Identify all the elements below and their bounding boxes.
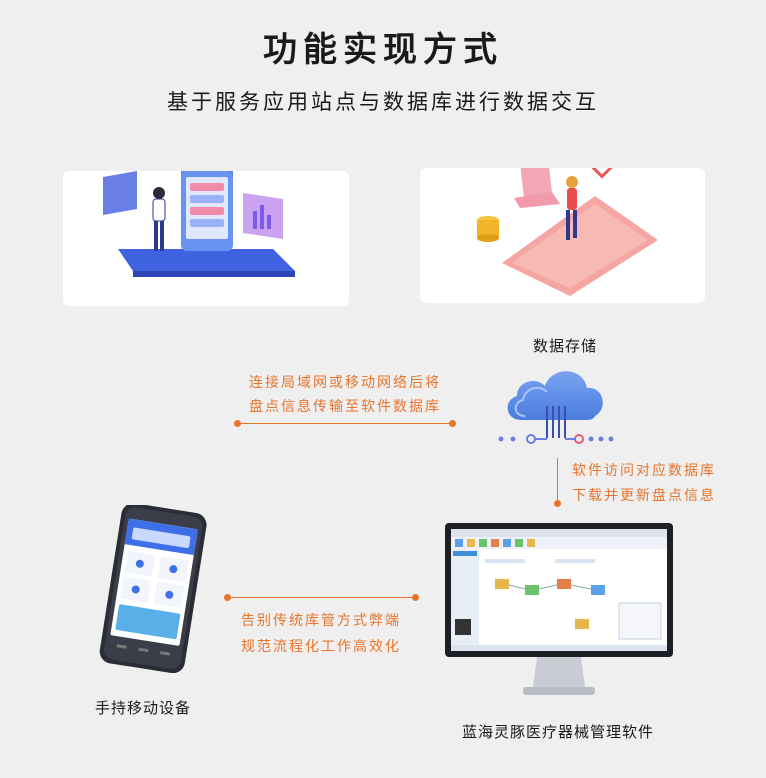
flow-benefit-end-dot [412,594,419,601]
flow-upload-start-dot [234,420,241,427]
data-transfer-illustration [477,157,658,296]
software-label: 蓝海灵豚医疗器械管理软件 [461,723,654,741]
page-title: 功能实现方式 [263,30,503,70]
flow-benefit-line [228,597,416,598]
data-transfer-illustration-card [420,157,705,303]
flow-upload-line2: 盘点信息传输至软件数据库 [249,399,441,415]
flow-download-end-dot [554,500,561,507]
flow-download-line [557,458,558,504]
flow-download-line2: 下载并更新盘点信息 [572,488,716,504]
desktop-software-image [445,523,673,695]
flow-benefit-line1: 告别传统库管方式弊端 [241,613,401,629]
flow-download-line1: 软件访问对应数据库 [572,463,716,479]
page-subtitle: 基于服务应用站点与数据库进行数据交互 [167,90,599,114]
handheld-device-label: 手持移动设备 [94,699,191,717]
handheld-device-image [99,505,207,673]
data-storage-label: 数据存储 [532,337,597,355]
flow-benefit-start-dot [224,594,231,601]
mobile-app-illustration-card [63,151,349,306]
cloud-storage-icon [498,371,614,444]
flow-upload-line1: 连接局域网或移动网络后将 [249,375,441,391]
mobile-app-illustration [103,151,295,277]
flow-upload-line [238,423,453,424]
flow-benefit-line2: 规范流程化工作高效化 [241,639,401,655]
flow-upload-end-dot [449,420,456,427]
